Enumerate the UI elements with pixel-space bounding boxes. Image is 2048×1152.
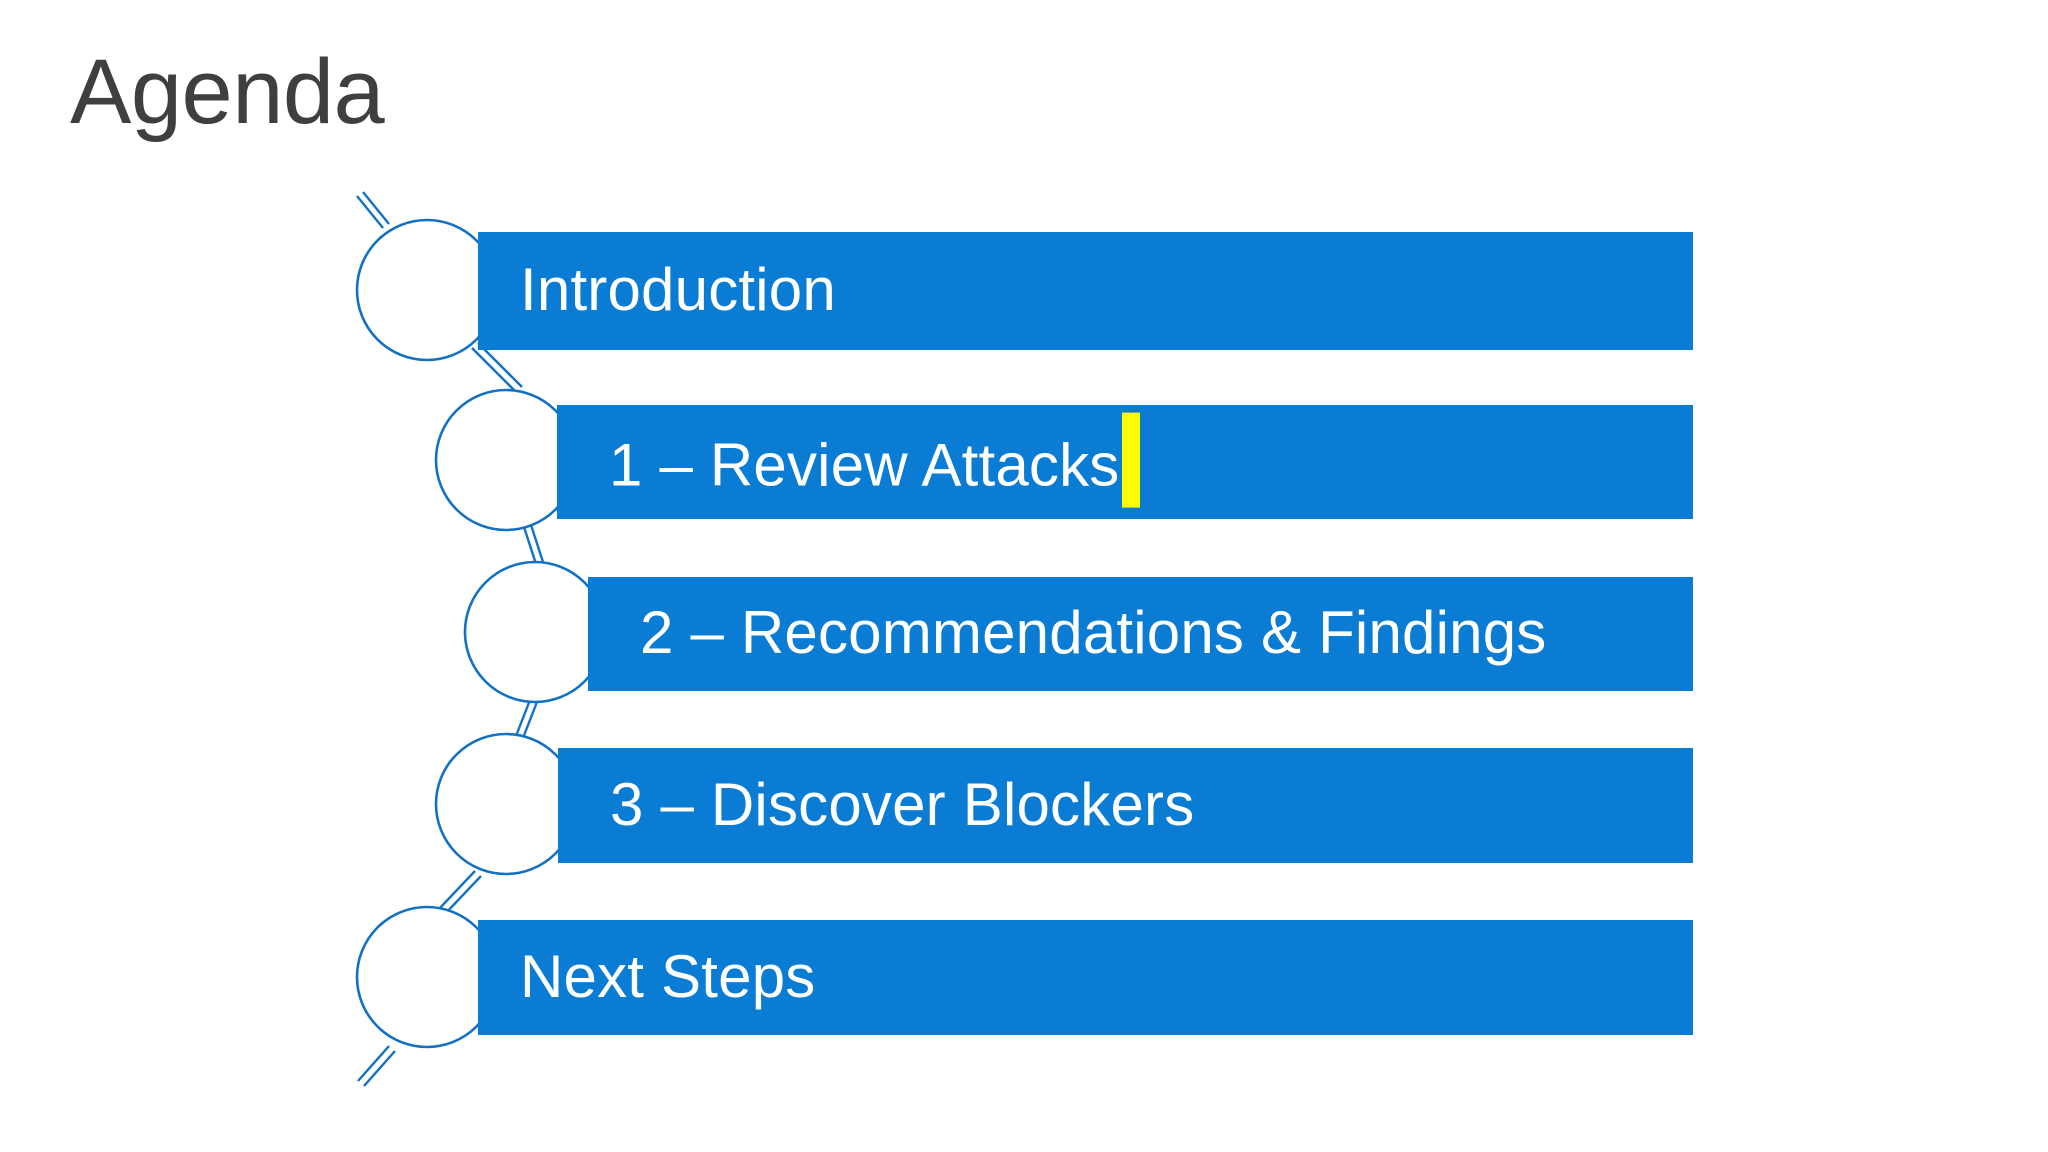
agenda-item-label-2: 1 – Review Attacks: [609, 412, 1140, 508]
agenda-label-wrap-3: 2 – Recommendations & Findings: [588, 577, 1693, 691]
agenda-label-wrap-4: 3 – Discover Blockers: [558, 748, 1693, 863]
agenda-item-1[interactable]: [478, 232, 1693, 350]
connector-tail-bottom: [357, 1045, 396, 1087]
agenda-bar-3: [588, 577, 1693, 691]
text-cursor-highlight: [1121, 412, 1140, 508]
agenda-item-label-4: 3 – Discover Blockers: [610, 770, 1195, 838]
agenda-node-circle-2: [434, 388, 578, 532]
agenda-label-wrap-5: Next Steps: [478, 920, 1693, 1035]
agenda-label-wrap-2: 1 – Review Attacks: [557, 405, 1693, 519]
agenda-label-wrap-1: Introduction: [478, 232, 1693, 350]
agenda-item-3[interactable]: [588, 577, 1693, 691]
connector-tail-top: [356, 191, 390, 229]
page-title: Agenda: [70, 41, 385, 143]
agenda-item-label-3: 2 – Recommendations & Findings: [640, 599, 1547, 667]
agenda-node-circle-3: [463, 560, 607, 704]
agenda-item-5[interactable]: [478, 920, 1693, 1035]
connector-2-3: [522, 524, 545, 565]
agenda-node-circle-1: [355, 218, 499, 362]
agenda-item-label-1: Introduction: [520, 256, 836, 324]
connector-1-2: [471, 342, 523, 393]
agenda-node-circle-4: [434, 732, 578, 876]
agenda-bar-5: [478, 920, 1693, 1035]
agenda-item-label-5: Next Steps: [520, 942, 816, 1010]
connector-4-5: [437, 870, 482, 916]
agenda-item-label-2-text: 1 – Review Attacks: [609, 431, 1120, 499]
agenda-bar-1: [478, 232, 1693, 350]
connector-3-4: [514, 699, 539, 739]
agenda-item-4[interactable]: [558, 748, 1693, 863]
agenda-node-circle-5: [355, 905, 499, 1049]
agenda-bar-4: [558, 748, 1693, 863]
